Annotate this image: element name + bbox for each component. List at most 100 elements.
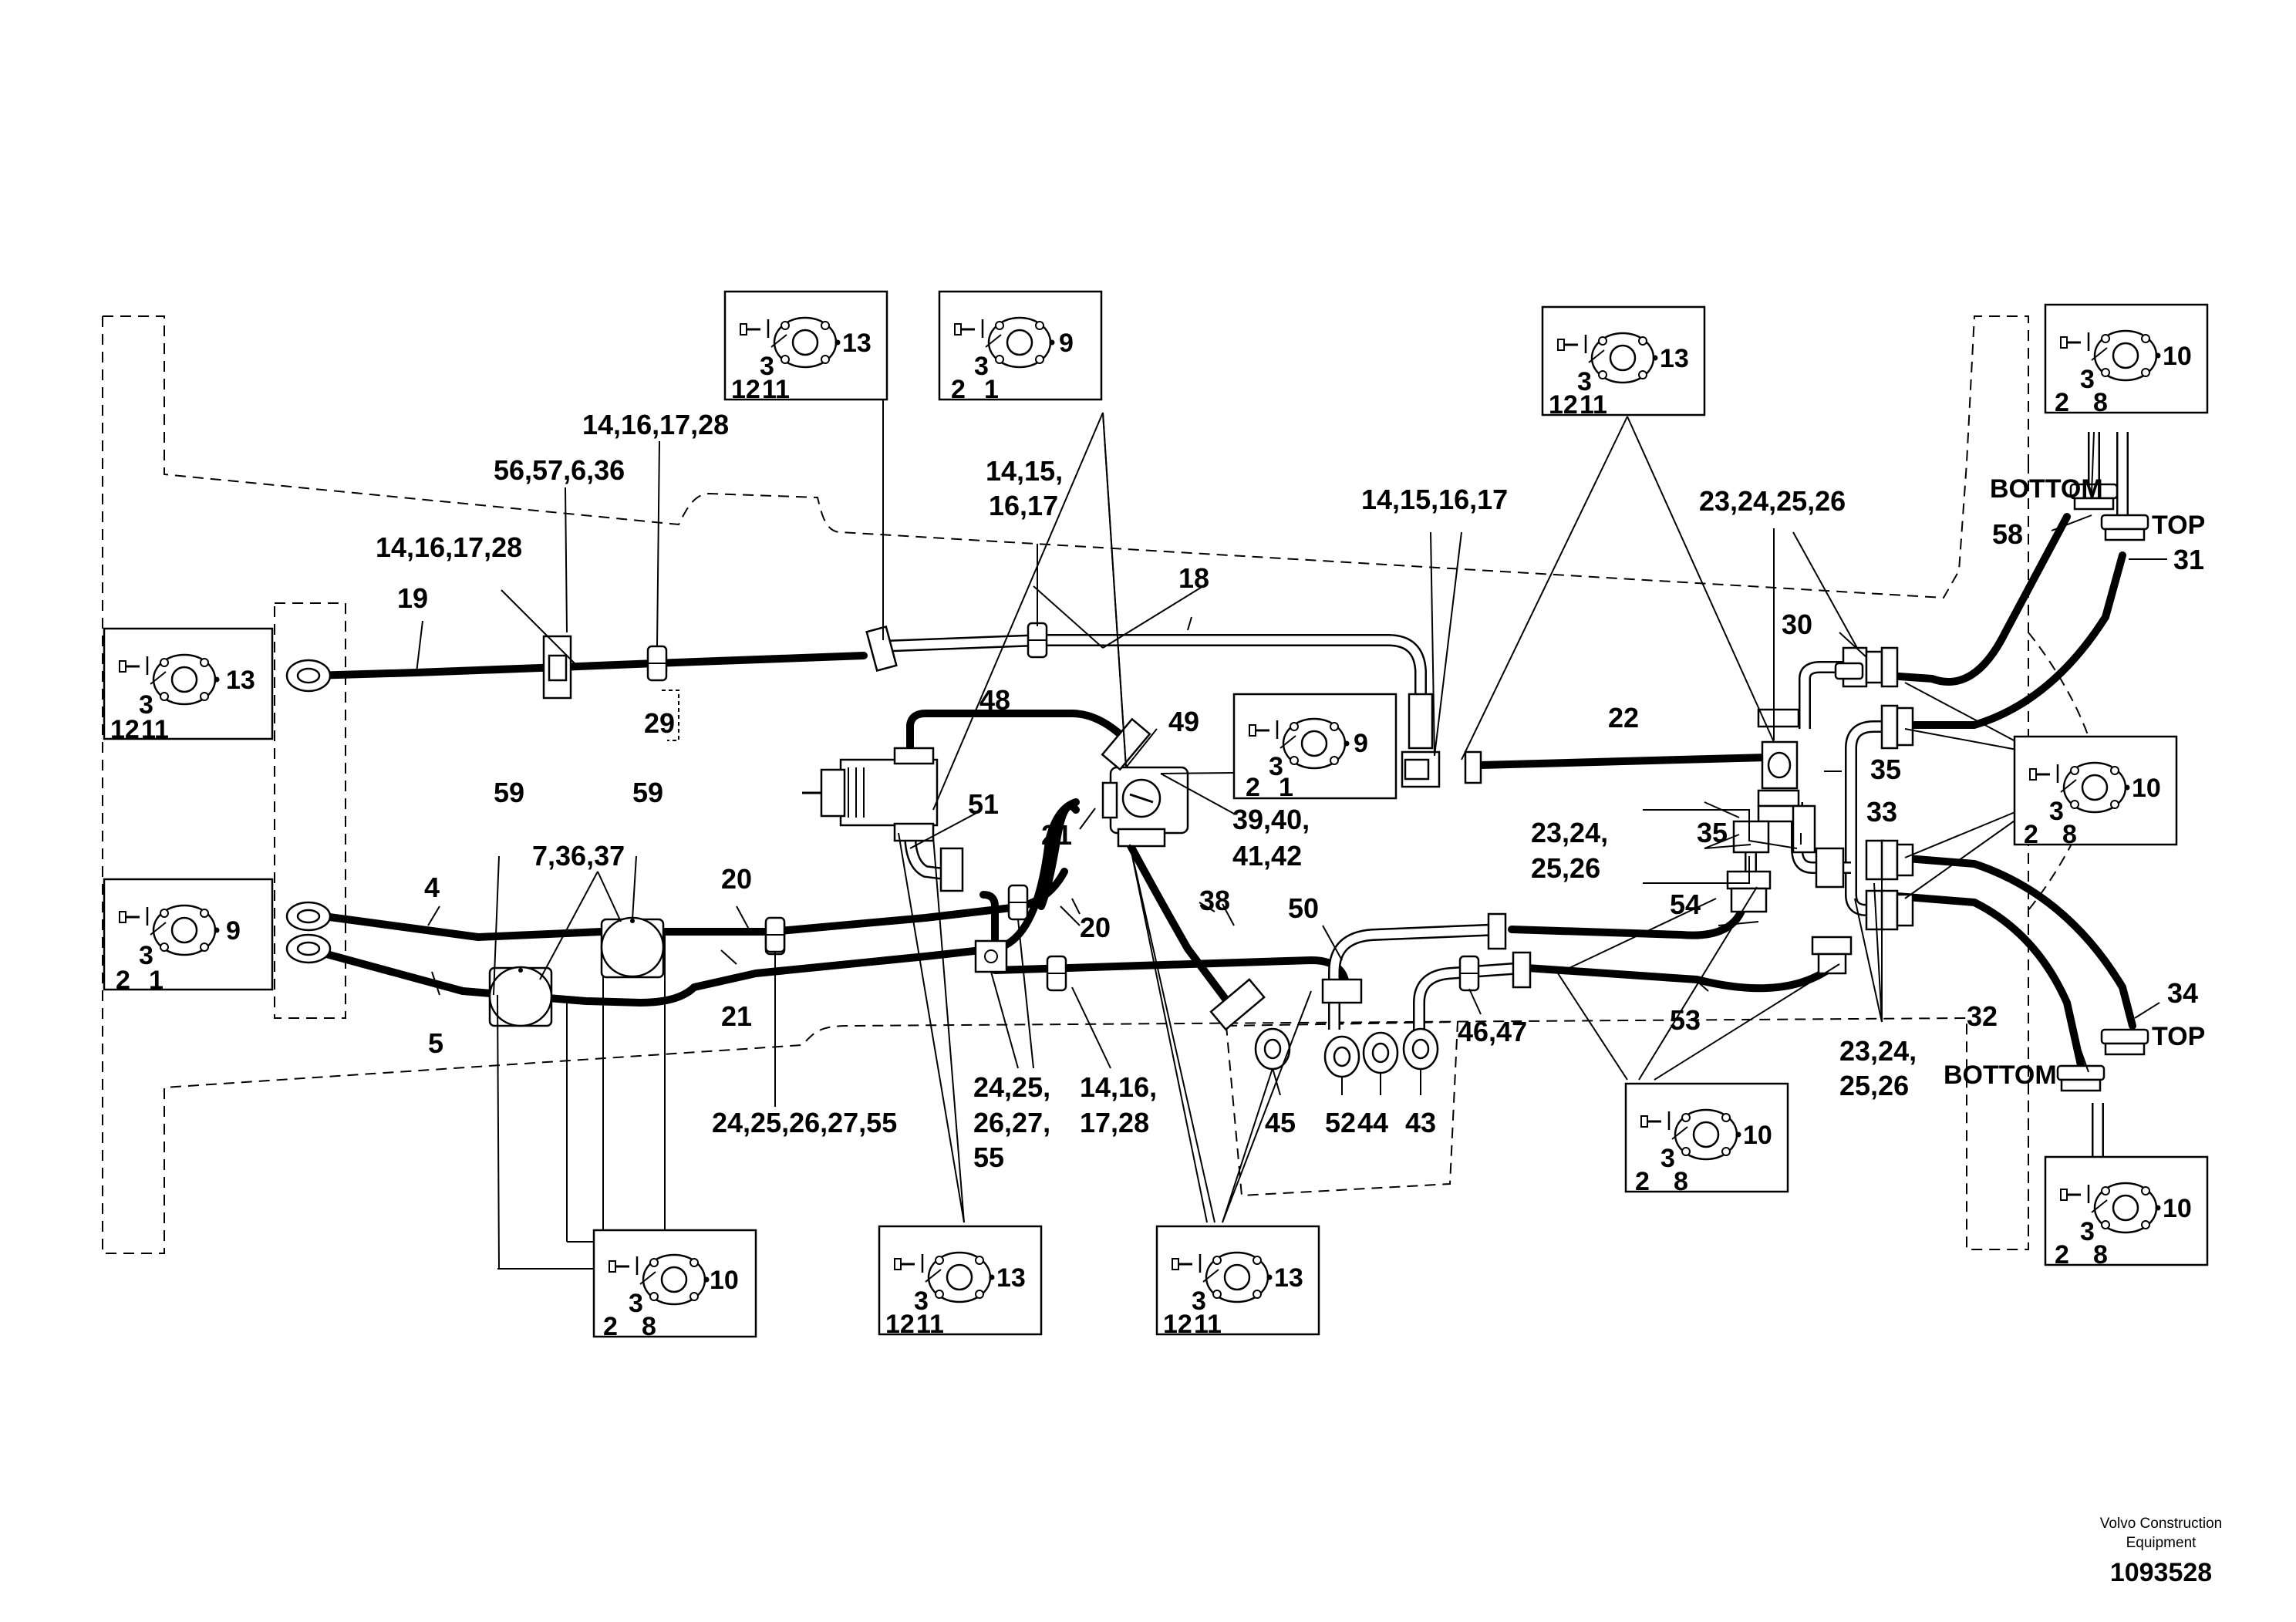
- callout-31: 31: [2173, 544, 2204, 575]
- callout-23-right-a: 23,24,: [1839, 1035, 1917, 1067]
- callout-21-b: 21: [721, 1000, 752, 1032]
- elbow-30: [1834, 662, 1864, 680]
- callout-52: 52: [1325, 1107, 1356, 1138]
- kit-label: 10: [2163, 342, 2192, 371]
- kit-box-bottom-left: 3 2 8 10: [592, 1229, 757, 1341]
- hose-53: [1523, 960, 1839, 993]
- connector-top-bottom-lower: [2056, 1028, 2149, 1092]
- callout-48: 48: [979, 684, 1010, 716]
- components: [285, 483, 2149, 1092]
- flange-44: [1362, 1031, 1399, 1074]
- kit-box-top-1: 3 12 11 13: [723, 290, 888, 404]
- callout-51: 51: [968, 788, 999, 820]
- callout-24-long: 24,25,26,27,55: [712, 1107, 897, 1138]
- callout-53: 53: [1670, 1004, 1701, 1036]
- hydraulic-hoses: [308, 513, 2136, 1076]
- kit-label: 9: [1354, 729, 1368, 758]
- connector-upper-left: [285, 659, 332, 693]
- callout-23-top: 23,24,25,26: [1699, 485, 1846, 517]
- callout-35-right: 35: [1870, 754, 1901, 785]
- hose-54: [1508, 899, 1748, 939]
- hose-58: [1884, 513, 2071, 686]
- kit-box-bottom-center-right: 3 12 11 13: [1155, 1225, 1320, 1339]
- flange-43: [1402, 1027, 1439, 1071]
- kit-label: 2: [1635, 1167, 1650, 1196]
- kit-box-lower-left: 3 2 1 9: [103, 878, 274, 995]
- clamp-46: [1458, 955, 1480, 992]
- clamp-20: [764, 916, 786, 953]
- filter-59-left: [488, 966, 553, 1027]
- connector-lower-left-a: [285, 901, 332, 932]
- steel-tubes: [878, 432, 2129, 1249]
- kit-label: 2: [603, 1312, 618, 1341]
- company-name: Volvo Construction: [2100, 1516, 2222, 1532]
- kit-label: 10: [2163, 1194, 2192, 1223]
- clamp-top-mid: [1027, 622, 1048, 659]
- kit-label: 8: [2062, 820, 2077, 849]
- kit-box-top-3: 3 12 11 13: [1541, 305, 1706, 420]
- flange-52: [1321, 978, 1363, 1078]
- callout-54: 54: [1670, 889, 1701, 920]
- callout-33: 33: [1866, 796, 1897, 828]
- hose-48: [906, 710, 1122, 760]
- pump-assembly: [802, 747, 939, 842]
- callout-59-right: 59: [632, 777, 663, 808]
- callout-45: 45: [1265, 1107, 1296, 1138]
- square-block-21: [974, 939, 1008, 973]
- kit-label: 10: [2132, 774, 2161, 803]
- kit-label: 11: [916, 1310, 944, 1339]
- company-name-line2: Equipment: [2126, 1535, 2197, 1551]
- kit-label: 9: [1059, 329, 1074, 358]
- callout-44: 44: [1357, 1107, 1388, 1138]
- kit-label: 2: [951, 375, 966, 404]
- kit-label: 2: [2055, 1240, 2069, 1270]
- callout-46: 46,47: [1458, 1016, 1527, 1047]
- kit-label: 3: [1269, 752, 1283, 781]
- hose-32: [1893, 892, 2086, 1076]
- callout-20-right: 20: [1080, 912, 1111, 943]
- kit-label: 12: [1163, 1310, 1192, 1339]
- clamp-21: [1007, 884, 1029, 921]
- hose-38: [1126, 841, 1238, 1014]
- hose-31: [1893, 551, 2126, 729]
- kit-label: 10: [710, 1266, 739, 1295]
- clamp-14-left: [646, 645, 679, 741]
- hose-22: [1477, 754, 1770, 769]
- callout-30: 30: [1782, 609, 1812, 640]
- callout-14-upper: 14,16,17,28: [582, 409, 729, 440]
- label-bottom-lower: BOTTOM: [1944, 1061, 2057, 1090]
- kit-box-bottom-right: 3 2 8 10: [2044, 1155, 2209, 1270]
- callout-41: 41,42: [1232, 840, 1302, 872]
- callout-32: 32: [1967, 1000, 1998, 1032]
- callout-labels: 56,57,6,36 14,16,17,28 14,16,17,28 19 29…: [376, 409, 2205, 1173]
- kit-label: 1: [1279, 773, 1293, 802]
- callout-14-16-a: 14,16,: [1080, 1071, 1157, 1103]
- kit-label: 2: [2055, 388, 2069, 417]
- callout-18: 18: [1178, 562, 1209, 594]
- kit-label: 3: [139, 690, 153, 720]
- flange-45: [1209, 978, 1291, 1071]
- kit-label: 11: [1194, 1310, 1222, 1339]
- callout-21-a: 21: [1041, 819, 1072, 851]
- callout-24-b: 26,27,: [973, 1107, 1050, 1138]
- callout-49: 49: [1168, 706, 1199, 737]
- callout-20-left: 20: [721, 863, 752, 895]
- flange-pump-outlet: [939, 847, 964, 892]
- callout-24-c: 55: [973, 1141, 1004, 1173]
- callout-7: 7,36,37: [532, 840, 625, 872]
- callout-16-17: 16,17: [989, 490, 1058, 521]
- flange-top-left: [865, 625, 898, 673]
- kit-box-mid-valve: 3 2 1 9: [1232, 693, 1397, 802]
- kit-label: 12: [110, 715, 140, 744]
- connector-top-bottom-upper: [2069, 483, 2149, 541]
- kit-box-right-mid: 3 2 8 10: [2013, 735, 2178, 849]
- callout-24-a: 24,25,: [973, 1071, 1050, 1103]
- connector-lower-left-b: [285, 933, 332, 964]
- kit-label: 13: [842, 329, 872, 358]
- kit-label: 8: [1674, 1167, 1688, 1196]
- kit-label: 10: [1743, 1121, 1772, 1150]
- kit-box-top-2: 3 2 1 9: [938, 290, 1103, 404]
- kit-label: 3: [1577, 367, 1592, 396]
- kit-label: 2: [116, 966, 130, 995]
- callout-58: 58: [1992, 518, 2023, 550]
